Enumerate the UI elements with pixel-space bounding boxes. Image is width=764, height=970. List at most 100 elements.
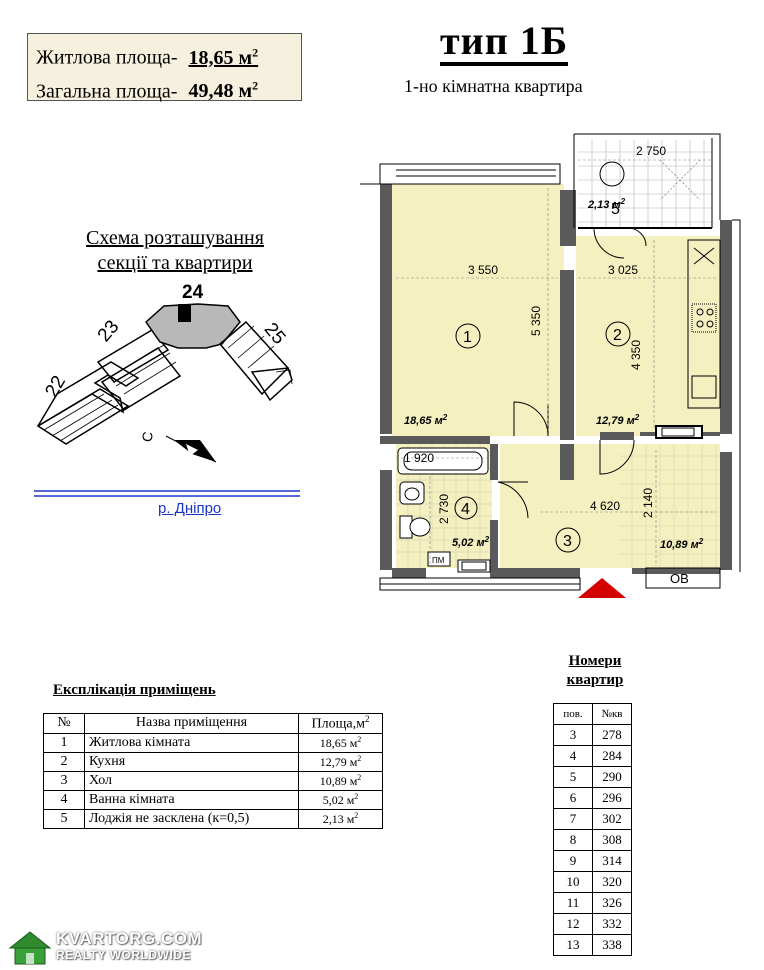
living-area-label: Житлова площа- [36,46,178,69]
dim-2140: 2 140 [641,488,655,518]
explication-header-area-text: Площа,м [311,716,365,732]
row-3-area: 10,89 м2 [298,770,383,791]
dim-2750: 2 750 [636,144,666,158]
floor-cell: 11 [553,892,593,914]
house-logo-icon [8,931,52,965]
row-4-name: Ванна кімната [84,789,299,810]
apartment-cell: 284 [592,745,632,767]
room-1-area-sup: 2 [442,413,448,422]
scheme-title-line2: секції та квартири [97,252,253,274]
total-area-label: Загальна площа- [36,80,178,103]
section-number-24: 24 [182,282,204,303]
loggia-circle-fixture [599,161,625,187]
living-area-number: 18,65 м [188,46,253,69]
row-5-area-value: 2,13 м [322,811,355,826]
apartment-numbers-title-line1: Номери [568,653,622,669]
floor-cell: 7 [553,808,593,830]
explication-table: № Назва приміщення Площа,м2 1 Житлова кі… [43,713,383,829]
dim-3550: 3 550 [468,263,498,277]
area-summary-box: Житлова площа- 18,65 м2 Загальна площа- … [27,33,302,102]
watermark-logo [8,931,52,965]
row-2-name: Кухня [84,751,299,772]
room-4-area-sup: 2 [484,535,490,544]
room-3-area-sup: 2 [698,537,704,546]
bathroom-fixtures [397,447,491,573]
scheme-title-line1: Схема розташування [86,227,264,249]
apartment-cell: 320 [592,871,632,893]
row-1-name: Житлова кімната [84,732,299,753]
row-2-number: 2 [43,751,85,772]
apartment-cell: 326 [592,892,632,914]
total-area-line: Загальна площа- 49,48 м2 [36,72,293,106]
explication-header-row: № Назва приміщення Площа,м2 [43,713,383,734]
room-1-area: 18,65 м2 [404,413,448,427]
apartment-numbers-header-row: пов. №кв [553,703,632,725]
room-2-area-value: 12,79 м [596,415,635,427]
apartment-subtitle: 1-но кімнатна квартира [404,76,583,96]
apartment-cell: 290 [592,766,632,788]
room-1-fill [392,184,564,436]
total-area-sup: 2 [252,78,259,93]
room-1-number: 1 [463,329,472,346]
floor-cell: 12 [553,913,593,935]
apartment-cell: 338 [592,934,632,956]
floor-cell: 10 [553,871,593,893]
explication-header-number: № [43,713,85,734]
loggia-tile-grid [578,140,712,228]
section-25-shape [218,320,293,402]
header-floor: пов. [553,703,593,725]
dim-3025: 3 025 [608,263,638,277]
ov-label: ОВ [670,571,689,586]
floor-cell: 5 [553,766,593,788]
apartment-cell: 308 [592,829,632,851]
row-1-area: 18,65 м2 [298,732,383,753]
room-1-area-value: 18,65 м [404,415,443,427]
floor-cell: 4 [553,745,593,767]
table-row: 5 Лоджія не засклена (к=0,5) 2,13 м2 [43,808,383,829]
table-row: 1 Житлова кімната 18,65 м2 [43,732,383,753]
floor-cell: 13 [553,934,593,956]
row-2-area: 12,79 м2 [298,751,383,772]
row-1-area-value: 18,65 м [319,735,358,750]
row-5-area: 2,13 м2 [298,808,383,829]
hall-tile-grid [620,444,720,568]
loggia-cross-marks [659,159,701,201]
location-scheme-title: Схема розташування секції та квартири [40,226,310,276]
apartment-cell: 278 [592,724,632,746]
floor-cell: 6 [553,787,593,809]
row-4-area-sup: 2 [354,791,359,801]
dim-2730: 2 730 [437,494,451,524]
dim-4350: 4 350 [629,340,643,370]
explication-header-area-sup: 2 [364,714,370,724]
row-2-area-value: 12,79 м [319,754,358,769]
row-3-area-sup: 2 [357,772,362,782]
room-markers [454,321,631,553]
header-apartment: №кв [592,703,632,725]
dim-4620: 4 620 [590,499,620,513]
room-2-area: 12,79 м2 [596,413,640,427]
row-3-area-value: 10,89 м [319,773,358,788]
living-area-sup: 2 [252,45,259,59]
floor-cell: 3 [553,724,593,746]
row-5-area-sup: 2 [354,810,359,820]
entrance-arrow-icon [578,578,626,598]
room-2-area-sup: 2 [634,413,640,422]
apartment-numbers-title-line2: квартир [566,672,624,688]
row-2-area-sup: 2 [357,753,362,763]
room-5-number: 5 [611,201,620,218]
living-area-value: 18,65 м2 [188,45,259,69]
row-4-number: 4 [43,789,85,810]
room-3-number: 3 [563,533,572,550]
row-1-number: 1 [43,732,85,753]
